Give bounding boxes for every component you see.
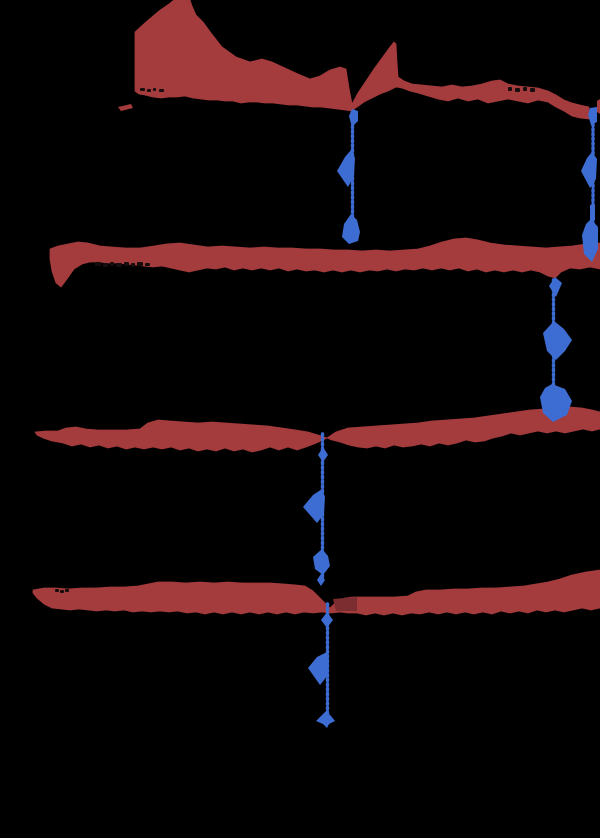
- text-remnant-mark: [116, 263, 122, 267]
- red-band-3: [34, 406, 600, 453]
- text-remnant-mark: [530, 88, 535, 92]
- band4-overlap-patch: [333, 597, 357, 611]
- text-remnant-mark: [508, 87, 512, 91]
- red-band-4: [32, 569, 600, 616]
- red-band-1: [134, 0, 590, 120]
- blue-stem-4-node: [313, 549, 330, 575]
- text-remnant-mark: [523, 87, 527, 91]
- red-sliver-right: [597, 99, 600, 114]
- text-remnant-mark: [145, 263, 150, 266]
- text-remnant-mark: [55, 589, 59, 592]
- blue-stem-2-node: [590, 205, 595, 220]
- text-remnant-mark: [137, 262, 143, 266]
- text-remnant-mark: [159, 89, 164, 92]
- blue-stem-5-node: [321, 612, 333, 628]
- text-remnant-mark: [131, 263, 135, 267]
- blue-stem-4-node: [317, 574, 325, 586]
- text-remnant-mark: [147, 89, 151, 92]
- blue-stem-1-node: [349, 109, 358, 127]
- text-remnant-mark: [60, 590, 64, 593]
- text-remnant-mark: [124, 262, 129, 266]
- blue-stem-3-node: [549, 277, 562, 297]
- text-remnant-mark: [65, 589, 69, 592]
- text-remnant-mark: [515, 88, 520, 92]
- text-remnant-mark: [95, 262, 101, 266]
- blue-stem-3-node: [540, 384, 572, 422]
- blue-stem-2-node: [582, 219, 598, 262]
- blue-stem-1-node: [337, 150, 355, 187]
- text-remnant-mark: [153, 88, 156, 91]
- blue-stem-3-node: [543, 321, 572, 360]
- red-band-2: [49, 237, 600, 288]
- text-remnant-mark: [140, 88, 145, 91]
- red-dash-left: [118, 104, 133, 111]
- text-remnant-mark: [110, 262, 114, 266]
- blue-stem-4-node: [318, 447, 328, 462]
- blue-stem-5-node: [308, 652, 329, 685]
- text-remnant-mark: [103, 263, 108, 267]
- blue-stem-1-node: [342, 214, 360, 244]
- blue-stem-2-node: [588, 107, 597, 125]
- blue-stem-5-node: [316, 711, 335, 728]
- blue-stem-4-node: [303, 489, 325, 523]
- blue-stem-2-node: [581, 152, 597, 188]
